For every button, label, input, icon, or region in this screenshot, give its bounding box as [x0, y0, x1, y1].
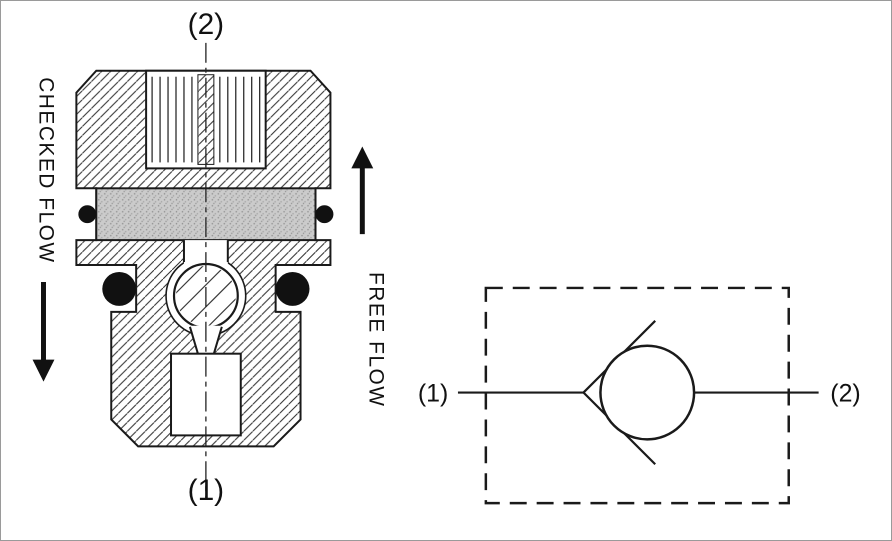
o-ring-upper-left — [78, 205, 97, 224]
o-ring-main-right — [275, 271, 310, 306]
outlet-neck-wall-right — [212, 326, 223, 354]
schematic-view: (1) (2) — [418, 286, 861, 505]
cross-section-view: (2) (1) CHECKED FLOW FREE FLOW — [32, 8, 387, 507]
check-valve-seat — [581, 320, 656, 466]
check-valve-ball — [599, 344, 696, 441]
schematic-port-1-label: (1) — [418, 380, 448, 408]
schematic-port-2-label: (2) — [830, 380, 860, 408]
schematic-boundary — [484, 286, 790, 505]
poppet-ball-hatch — [176, 266, 236, 326]
free-flow-label: FREE FLOW — [364, 272, 387, 407]
port-2-label: (2) — [188, 8, 225, 41]
outlet-neck-wall-left — [188, 326, 199, 354]
o-ring-upper-right — [315, 205, 334, 224]
checked-flow-arrow — [32, 281, 55, 382]
o-ring-main-left — [102, 271, 137, 306]
free-flow-arrow — [351, 146, 374, 235]
port-1-label: (1) — [188, 474, 225, 507]
thread-lines — [151, 76, 261, 163]
checked-flow-label: CHECKED FLOW — [35, 77, 58, 263]
